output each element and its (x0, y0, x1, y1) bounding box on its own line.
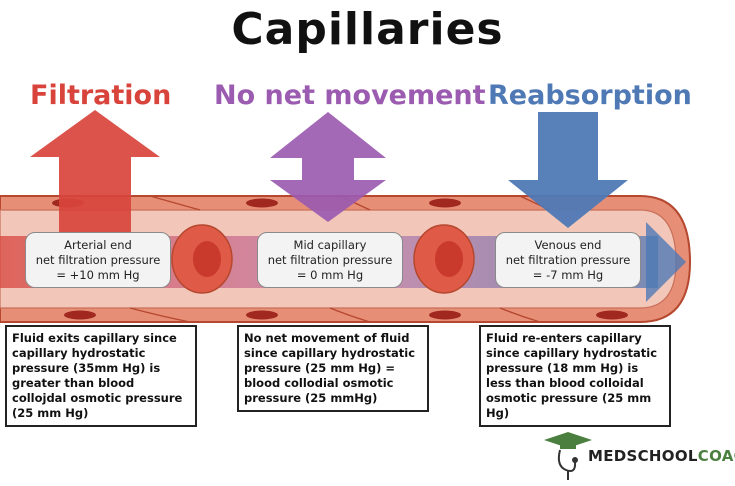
pill-arterial-line2: net filtration pressure (35, 253, 161, 267)
phase-label-no-net-movement: No net movement (214, 80, 486, 111)
pill-arterial-end: Arterial end net filtration pressure = +… (25, 232, 171, 288)
red-blood-cell (171, 224, 233, 294)
pill-venous-line2: net filtration pressure (505, 253, 631, 267)
phase-label-filtration: Filtration (30, 80, 172, 111)
logo-text-part2: COACH (697, 447, 735, 465)
pill-arterial-line3: = +10 mm Hg (56, 268, 140, 282)
note-no-net-movement: No net movement of fluid since capillary… (237, 325, 429, 412)
note-filtration: Fluid exits capillary since capillary hy… (5, 325, 197, 427)
page-title: Capillaries (231, 4, 504, 55)
note-reabsorption: Fluid re-enters capillary since capillar… (479, 325, 671, 427)
phase-label-reabsorption: Reabsorption (488, 80, 692, 111)
pill-venous-line1: Venous end (534, 238, 602, 252)
pill-mid-line2: net filtration pressure (267, 253, 393, 267)
logo-text: MEDSCHOOLCOACH (588, 447, 735, 465)
medschoolcoach-logo: MEDSCHOOLCOACH (548, 432, 735, 480)
pill-mid-line1: Mid capillary (293, 238, 367, 252)
red-blood-cell (413, 224, 475, 294)
logo-text-part1: MEDSCHOOL (588, 447, 698, 465)
reabsorption-down-arrow (508, 112, 628, 228)
no-net-double-arrow (270, 112, 386, 222)
pill-venous-line3: = -7 mm Hg (532, 268, 604, 282)
pill-mid-capillary: Mid capillary net filtration pressure = … (257, 232, 403, 288)
filtration-up-arrow (30, 110, 160, 236)
pill-mid-line3: = 0 mm Hg (296, 268, 364, 282)
pill-arterial-line1: Arterial end (64, 238, 132, 252)
pill-venous-end: Venous end net filtration pressure = -7 … (495, 232, 641, 288)
graduation-cap-stethoscope-icon (544, 432, 592, 480)
